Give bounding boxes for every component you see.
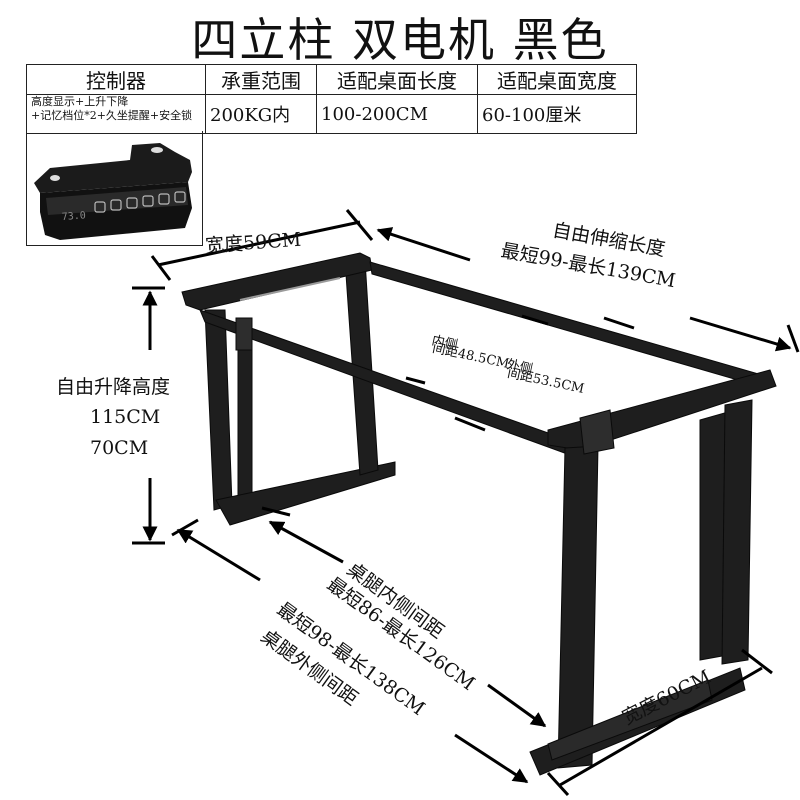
reminder-icon xyxy=(158,193,170,205)
outer-legs-tick-left xyxy=(171,518,199,537)
inner-legs-arrow-left xyxy=(268,520,344,564)
stretch-arrow-right xyxy=(689,316,792,352)
desk-frame xyxy=(181,252,777,776)
width-top-line xyxy=(157,220,361,267)
width-bottom-line xyxy=(559,666,763,787)
outer-legs-arrow-right xyxy=(454,733,529,784)
stretch-arrow-left xyxy=(376,227,471,262)
header-length: 适配桌面长度 xyxy=(316,64,478,95)
outer-gap-tick-2 xyxy=(603,316,635,330)
controller-keypad: 73.0 xyxy=(34,143,192,240)
load-value: 200KG内 xyxy=(205,94,317,134)
spec-table: 控制器 承重范围 适配桌面长度 适配桌面宽度 高度显示+上升下降 +记忆档位*2… xyxy=(26,64,637,134)
width-value: 60-100厘米 xyxy=(477,94,637,134)
page-title: 四立柱 双电机 黑色 xyxy=(191,13,609,67)
dimension-lines xyxy=(132,209,800,797)
width-top-tick-right xyxy=(345,209,374,241)
length-value: 100-200CM xyxy=(316,94,478,134)
inner-legs-tick-left xyxy=(261,506,291,517)
header-width: 适配桌面宽度 xyxy=(477,64,637,95)
outer-legs-arrow-left xyxy=(176,528,261,582)
controller-image-cell xyxy=(26,131,203,246)
up-button-icon xyxy=(94,201,106,213)
width-top-tick-left xyxy=(150,255,172,281)
crossbar-shine xyxy=(239,277,341,301)
stretch-tick-right xyxy=(786,324,800,353)
width-bottom-tick-left xyxy=(546,771,570,797)
inner-gap-tick-1 xyxy=(405,376,426,385)
memory-2-icon xyxy=(142,195,154,207)
lift-max-label: 115CM xyxy=(90,406,161,428)
lift-min-label: 70CM xyxy=(90,437,149,459)
header-controller: 控制器 xyxy=(26,64,206,95)
controller-feature-line-1: 高度显示+上升下降 xyxy=(31,95,129,108)
outer-gap-tick-1 xyxy=(454,416,486,432)
lock-icon xyxy=(174,191,186,203)
controller-feature-line-2: +记忆档位*2+久坐提醒+安全锁 xyxy=(31,109,193,122)
lift-title-label: 自由升降高度 xyxy=(56,376,171,398)
down-button-icon xyxy=(110,199,122,211)
inner-legs-arrow-right xyxy=(487,683,547,728)
inner-gap-tick-2 xyxy=(521,314,549,326)
width-bottom-tick-right xyxy=(741,648,773,675)
controller-features-cell: 高度显示+上升下降 +记忆档位*2+久坐提醒+安全锁 xyxy=(26,94,206,134)
memory-1-icon xyxy=(126,197,138,209)
controller-display-readout: 73.0 xyxy=(61,210,86,223)
